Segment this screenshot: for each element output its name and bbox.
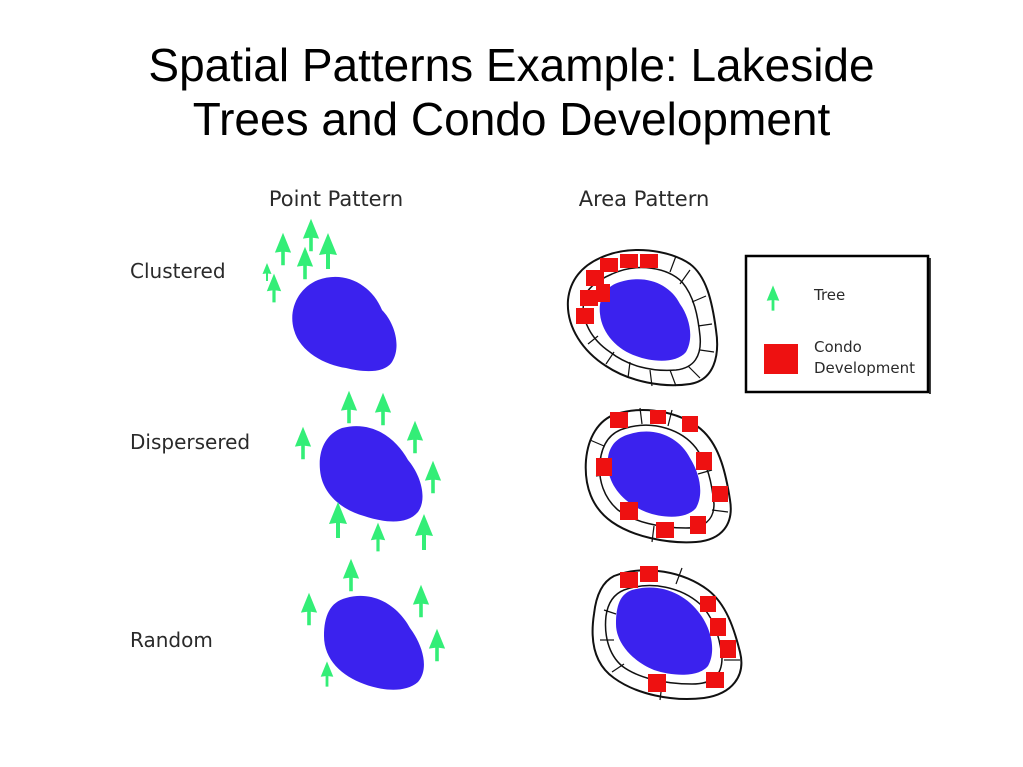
tree-icon <box>374 392 392 426</box>
tree-icon <box>340 390 358 424</box>
area-random-group <box>591 566 743 701</box>
tree-icon <box>302 218 320 252</box>
row-label-clustered: Clustered <box>130 259 226 283</box>
tree-icon <box>342 558 360 592</box>
tree-icon <box>300 592 318 626</box>
tree-icon <box>262 263 272 281</box>
point-clustered-group <box>262 218 397 372</box>
lake <box>324 595 424 690</box>
legend-condo-label-line-2: Development <box>814 359 915 377</box>
area-dispersed-group <box>584 407 732 544</box>
tree-icon <box>370 522 386 552</box>
area-pattern-header: Area Pattern <box>579 187 710 211</box>
tree-icon <box>320 661 334 687</box>
condo-blocks <box>620 566 736 692</box>
tree-icon <box>424 460 442 494</box>
tree-icon <box>406 420 424 454</box>
condo-blocks <box>596 410 728 538</box>
inner-ring <box>604 584 723 685</box>
row-label-random: Random <box>130 628 213 652</box>
legend-tree-label: Tree <box>813 286 845 304</box>
tree-icon <box>412 584 430 618</box>
tree-icon <box>274 232 292 266</box>
point-random-group <box>300 558 446 690</box>
lake <box>607 431 701 517</box>
tree-icon <box>319 233 337 269</box>
lake <box>616 587 713 675</box>
slide-title: Spatial Patterns Example: Lakeside Trees… <box>0 38 1023 146</box>
legend: Tree Condo Development <box>744 254 931 394</box>
lake <box>319 426 423 522</box>
condo-blocks <box>576 254 658 324</box>
tree-icon <box>294 426 312 460</box>
row-label-dispersed: Dispersered <box>130 430 250 454</box>
legend-condo-swatch <box>764 344 798 374</box>
tree-icon <box>296 246 314 280</box>
title-line-2: Trees and Condo Development <box>192 93 831 145</box>
lake <box>599 279 691 361</box>
point-pattern-header: Point Pattern <box>269 187 403 211</box>
tree-icon <box>428 628 446 662</box>
area-clustered-group <box>566 249 719 387</box>
lake <box>292 276 397 372</box>
tree-icon <box>266 273 282 303</box>
tree-icon <box>415 514 433 550</box>
title-line-1: Spatial Patterns Example: Lakeside <box>148 39 875 91</box>
legend-condo-label-line-1: Condo <box>814 338 862 356</box>
point-dispersed-group <box>294 390 442 552</box>
